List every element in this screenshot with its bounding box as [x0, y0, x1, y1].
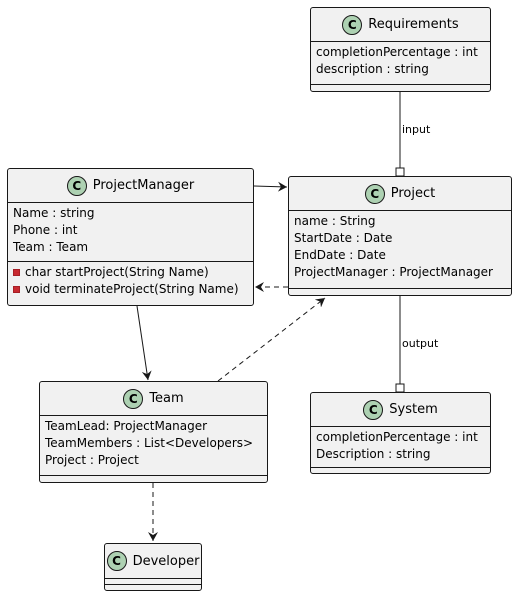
- edge-label-output: output: [402, 337, 439, 350]
- attribute: EndDate : Date: [294, 248, 386, 262]
- methods-section: [311, 467, 490, 473]
- edge-team-project-dep: [217, 297, 326, 382]
- private-visibility-icon: [13, 286, 20, 293]
- attributes-section: TeamLead: ProjectManager TeamMembers : L…: [40, 415, 267, 475]
- methods-section: [105, 584, 201, 590]
- method-signature: char startProject(String Name): [25, 265, 209, 279]
- attribute: description : string: [316, 62, 429, 76]
- attributes-section: completionPercentage : int description :…: [311, 41, 490, 84]
- method-signature: void terminateProject(String Name): [25, 282, 239, 296]
- attributes-section: [105, 578, 201, 584]
- class-name: System: [389, 402, 438, 417]
- attribute: Team : Team: [13, 240, 89, 254]
- attribute: Phone : int: [13, 223, 78, 237]
- class-name: Project: [390, 186, 436, 201]
- edge-manager-team: [136, 305, 152, 381]
- edge-manager-project: [253, 181, 288, 192]
- class-icon: C: [106, 551, 127, 571]
- class-name: Requirements: [368, 17, 459, 32]
- method: void terminateProject(String Name): [8, 281, 253, 298]
- class-name: Team: [149, 391, 184, 406]
- edge-requirements-project-end: [395, 167, 405, 177]
- class-requirements[interactable]: C Requirements completionPercentage : in…: [310, 7, 491, 92]
- class-developer[interactable]: C Developer: [104, 543, 202, 591]
- method: char startProject(String Name): [8, 264, 253, 281]
- class-project[interactable]: C Project name : String StartDate : Date…: [288, 176, 512, 296]
- class-project-manager[interactable]: C ProjectManager Name : string Phone : i…: [7, 168, 254, 306]
- class-icon: C: [364, 183, 385, 204]
- edge-label-input: input: [402, 123, 431, 136]
- class-name: Developer: [132, 553, 200, 569]
- private-visibility-icon: [13, 269, 20, 276]
- class-icon: C: [342, 14, 363, 35]
- attribute: name : String: [294, 214, 376, 228]
- class-icon: C: [363, 399, 384, 420]
- methods-section: [311, 84, 490, 91]
- class-icon: C: [66, 175, 87, 196]
- attribute: completionPercentage : int: [316, 45, 478, 59]
- attributes-section: completionPercentage : int Description :…: [311, 426, 490, 467]
- attribute: StartDate : Date: [294, 231, 393, 245]
- attribute: Project : Project: [45, 453, 139, 467]
- attribute: TeamLead: ProjectManager: [45, 419, 208, 433]
- class-icon: C: [123, 388, 144, 409]
- attribute: TeamMembers : List<Developers>: [45, 436, 254, 450]
- class-team[interactable]: C Team TeamLead: ProjectManager TeamMemb…: [39, 381, 268, 483]
- methods-section: [289, 288, 511, 295]
- attribute: completionPercentage : int: [316, 430, 478, 444]
- class-system[interactable]: C System completionPercentage : int Desc…: [310, 392, 491, 474]
- edge-project-system-end: [395, 383, 405, 393]
- attributes-section: Name : string Phone : int Team : Team: [8, 202, 253, 261]
- attribute: Name : string: [13, 206, 95, 220]
- attributes-section: name : String StartDate : Date EndDate :…: [289, 210, 511, 288]
- class-name: ProjectManager: [92, 178, 195, 193]
- methods-section: char startProject(String Name) void term…: [8, 261, 253, 305]
- attribute: Description : string: [316, 447, 431, 461]
- attribute: ProjectManager : ProjectManager: [294, 265, 493, 279]
- methods-section: [40, 475, 267, 482]
